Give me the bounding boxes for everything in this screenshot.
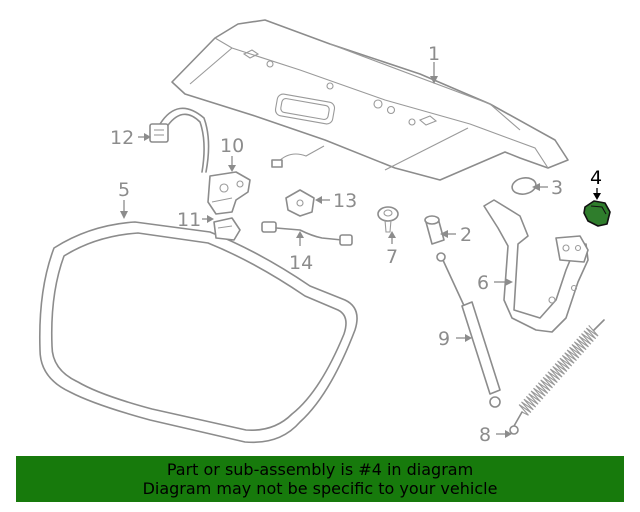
svg-text:2: 2: [460, 224, 472, 246]
info-banner: Part or sub-assembly is #4 in diagram Di…: [16, 456, 624, 502]
callout-12: 12: [110, 127, 151, 149]
svg-text:1: 1: [428, 43, 440, 65]
callout-8: 8: [479, 424, 512, 446]
callout-9: 9: [438, 328, 472, 350]
part-7-clip[interactable]: [377, 206, 399, 233]
svg-text:11: 11: [177, 209, 201, 231]
svg-text:13: 13: [333, 190, 357, 212]
part-14-harness[interactable]: [261, 221, 353, 246]
banner-line-1: Part or sub-assembly is #4 in diagram: [166, 460, 474, 479]
part-10-latch[interactable]: [207, 171, 251, 215]
callout-3: 3: [532, 177, 563, 199]
svg-text:12: 12: [110, 127, 134, 149]
svg-text:4: 4: [590, 167, 602, 189]
part-1-trunk-lid[interactable]: [171, 19, 569, 181]
callout-11: 11: [177, 209, 214, 231]
part-2-bumper[interactable]: [424, 215, 445, 245]
callout-13: 13: [315, 190, 357, 212]
part-3-plug[interactable]: [511, 176, 537, 196]
callout-10: 10: [220, 135, 244, 172]
svg-text:8: 8: [479, 424, 491, 446]
callout-14: 14: [289, 231, 313, 274]
banner-line-2: Diagram may not be specific to your vehi…: [142, 479, 498, 498]
part-8-spring[interactable]: [509, 319, 605, 435]
trunk-wiring: [271, 145, 325, 168]
callout-6: 6: [477, 272, 513, 294]
svg-text:3: 3: [551, 177, 563, 199]
svg-text:6: 6: [477, 272, 489, 294]
svg-text:7: 7: [386, 246, 398, 268]
svg-text:10: 10: [220, 135, 244, 157]
svg-text:9: 9: [438, 328, 450, 350]
callout-7: 7: [386, 231, 398, 268]
callout-2: 2: [440, 224, 472, 246]
part-13-bracket[interactable]: [285, 189, 315, 217]
part-4-highlighted[interactable]: [583, 200, 611, 227]
part-9-gas-strut[interactable]: [436, 252, 501, 408]
callout-4: 4: [590, 167, 602, 200]
callout-1: 1: [428, 43, 440, 84]
part-6-hinge[interactable]: [483, 199, 589, 333]
callout-5: 5: [118, 179, 130, 219]
svg-text:14: 14: [289, 252, 313, 274]
part-11-switch[interactable]: [213, 217, 241, 241]
parts-diagram: 1 2 3 4 5 6 7 8 9: [38, 19, 611, 446]
svg-text:5: 5: [118, 179, 130, 201]
part-12-cable[interactable]: [149, 107, 210, 173]
